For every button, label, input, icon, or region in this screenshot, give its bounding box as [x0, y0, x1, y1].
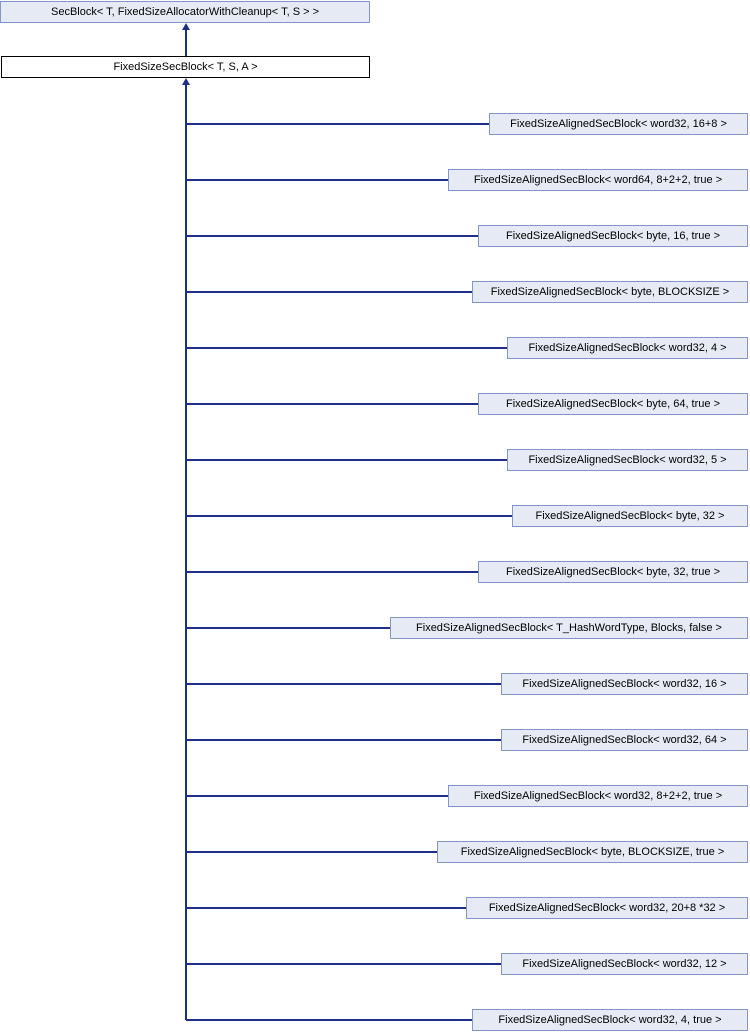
edge-trunk-to-derived-16: [186, 963, 501, 965]
class-node-derived-4[interactable]: FixedSizeAlignedSecBlock< byte, BLOCKSIZ…: [472, 281, 748, 303]
class-node-derived-13[interactable]: FixedSizeAlignedSecBlock< word32, 8+2+2,…: [448, 785, 748, 807]
edge-trunk-to-derived-13: [186, 795, 448, 797]
edge-trunk-to-derived-11: [186, 683, 501, 685]
class-node-derived-12[interactable]: FixedSizeAlignedSecBlock< word32, 64 >: [501, 729, 748, 751]
class-node-derived-16[interactable]: FixedSizeAlignedSecBlock< word32, 12 >: [501, 953, 748, 975]
edge-trunk-to-derived-2: [186, 179, 448, 181]
class-node-derived-5[interactable]: FixedSizeAlignedSecBlock< word32, 4 >: [507, 337, 748, 359]
edge-trunk-to-derived-3: [186, 235, 478, 237]
edge-trunk-to-derived-10: [186, 627, 390, 629]
arrowhead-to-current-icon: [182, 78, 190, 85]
class-node-base[interactable]: SecBlock< T, FixedSizeAllocatorWithClean…: [0, 1, 370, 23]
class-node-derived-3[interactable]: FixedSizeAlignedSecBlock< byte, 16, true…: [478, 225, 748, 247]
class-node-derived-9[interactable]: FixedSizeAlignedSecBlock< byte, 32, true…: [478, 561, 748, 583]
edge-trunk-to-derived-8: [186, 515, 512, 517]
edge-trunk-to-derived-9: [186, 571, 478, 573]
edge-trunk-to-derived-14: [186, 851, 437, 853]
edge-trunk-to-derived-12: [186, 739, 501, 741]
edge-base-to-current: [185, 30, 187, 56]
edge-trunk-to-derived-6: [186, 403, 478, 405]
class-node-derived-14[interactable]: FixedSizeAlignedSecBlock< byte, BLOCKSIZ…: [437, 841, 748, 863]
arrowhead-to-base-icon: [182, 23, 190, 30]
edge-trunk-to-derived-4: [186, 291, 472, 293]
class-node-derived-15[interactable]: FixedSizeAlignedSecBlock< word32, 20+8 *…: [466, 897, 748, 919]
class-node-derived-11[interactable]: FixedSizeAlignedSecBlock< word32, 16 >: [501, 673, 748, 695]
class-node-derived-10[interactable]: FixedSizeAlignedSecBlock< T_HashWordType…: [390, 617, 748, 639]
edge-trunk-to-derived-1: [186, 123, 489, 125]
class-node-derived-17[interactable]: FixedSizeAlignedSecBlock< word32, 4, tru…: [472, 1009, 748, 1031]
class-node-derived-8[interactable]: FixedSizeAlignedSecBlock< byte, 32 >: [512, 505, 748, 527]
class-node-current[interactable]: FixedSizeSecBlock< T, S, A >: [1, 56, 370, 78]
edge-trunk-to-derived-5: [186, 347, 507, 349]
edge-trunk-to-derived-15: [186, 907, 466, 909]
class-node-derived-1[interactable]: FixedSizeAlignedSecBlock< word32, 16+8 >: [489, 113, 748, 135]
class-node-derived-2[interactable]: FixedSizeAlignedSecBlock< word64, 8+2+2,…: [448, 169, 748, 191]
edge-trunk-to-derived-17: [186, 1019, 472, 1021]
edge-trunk-derived: [185, 84, 187, 1020]
edge-trunk-to-derived-7: [186, 459, 507, 461]
class-node-derived-6[interactable]: FixedSizeAlignedSecBlock< byte, 64, true…: [478, 393, 748, 415]
class-node-derived-7[interactable]: FixedSizeAlignedSecBlock< word32, 5 >: [507, 449, 748, 471]
